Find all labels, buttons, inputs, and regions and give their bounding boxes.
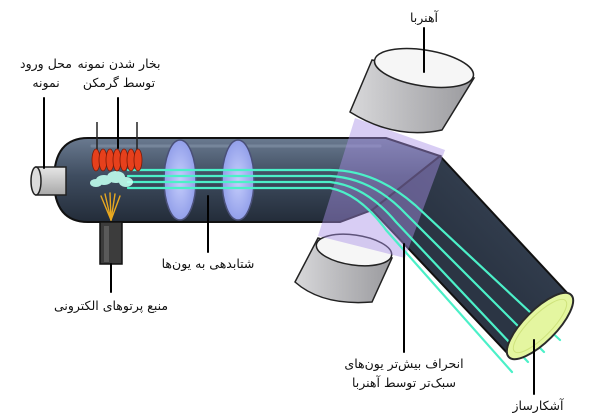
sample-inlet	[30, 166, 67, 196]
heater-coil	[91, 122, 143, 172]
magnet-top	[349, 47, 476, 134]
accelerator-plate-2	[221, 139, 255, 221]
accelerator-plate-1	[163, 139, 197, 221]
ion-beams	[126, 168, 562, 374]
label-sample-inlet: محل ورود نمونه	[20, 56, 72, 90]
electron-gun	[99, 221, 123, 265]
sample-vapour	[90, 171, 133, 187]
label-magnet: آهنربا	[409, 10, 439, 25]
detector	[505, 291, 575, 361]
label-heater: بخار شدن نمونه توسط گرمکن	[77, 56, 161, 90]
label-detector: آشکارساز	[512, 398, 564, 413]
label-electron-beam: منبع پرتوهای الکترونی	[53, 298, 169, 313]
leader-lines	[43, 27, 535, 395]
label-deflection: انحراف بیش‌تر یون‌های سبک‌تر توسط آهنربا	[344, 356, 464, 390]
label-accelerator: شتابدهی به یون‌ها	[161, 256, 255, 271]
electron-rays	[100, 192, 121, 221]
accelerator-plates	[163, 139, 255, 221]
magnetic-field	[318, 118, 445, 258]
magnet-bottom	[294, 233, 394, 304]
